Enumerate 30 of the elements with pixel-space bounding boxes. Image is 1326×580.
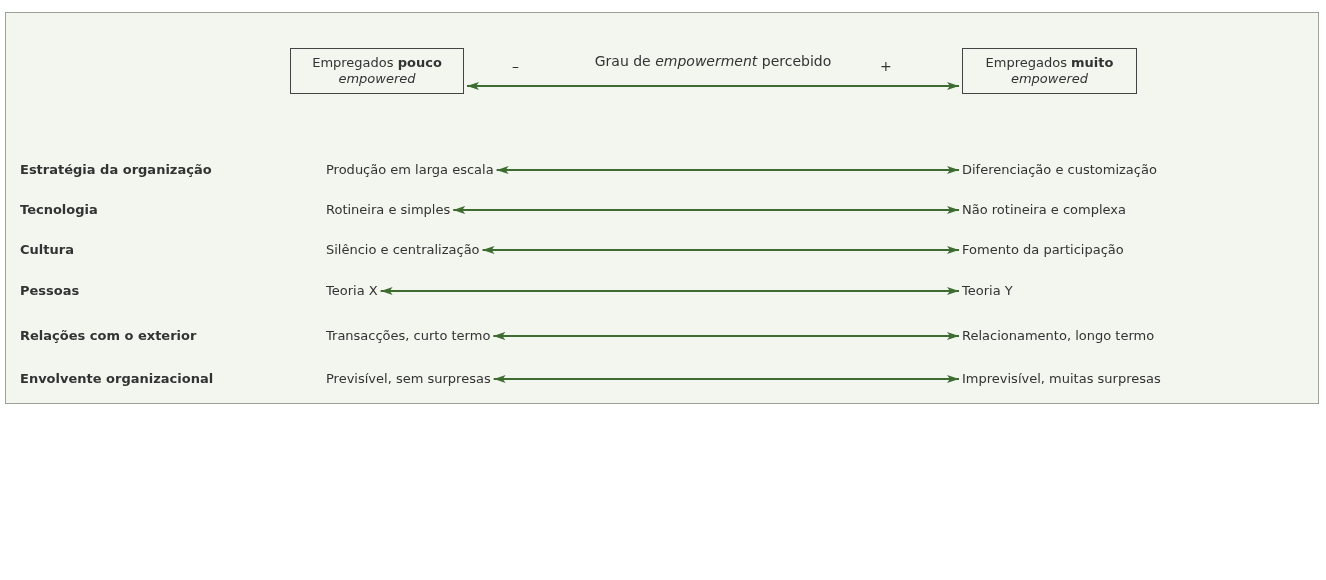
row-heading: Tecnologia	[20, 202, 98, 218]
row-heading: Pessoas	[20, 283, 80, 299]
edge-label: Grau de empowerment percebido	[594, 53, 832, 69]
row-value: Silêncio e centralização	[326, 242, 480, 258]
label-box: Empregados pouco empowered	[290, 48, 464, 94]
row-value: Relacionamento, longo termo	[962, 328, 1155, 344]
double-arrow	[496, 166, 959, 174]
row-heading: Estratégia da organização	[20, 162, 212, 178]
label-box: Empregados muito empowered	[962, 48, 1137, 94]
row-value: Produção em larga escala	[326, 162, 494, 178]
row-value: Previsível, sem surpresas	[326, 371, 491, 387]
row-heading: Envolvente organizacional	[20, 371, 214, 387]
double-arrow	[380, 287, 959, 295]
sign-label: –	[512, 58, 519, 74]
row-value: Não rotineira e complexa	[962, 202, 1126, 218]
double-arrow	[493, 375, 959, 383]
row-value: Transacções, curto termo	[326, 328, 491, 344]
row-value: Fomento da participação	[962, 242, 1124, 258]
double-arrow	[453, 206, 959, 214]
row-heading: Relações com o exterior	[20, 328, 197, 344]
row-value: Imprevisível, muitas surpresas	[962, 371, 1161, 387]
double-arrow	[482, 246, 959, 254]
row-value: Teoria X	[326, 283, 378, 299]
double-arrow	[467, 82, 959, 90]
row-value: Diferenciação e customização	[962, 162, 1157, 178]
row-value: Teoria Y	[962, 283, 1013, 299]
sign-label: +	[880, 58, 892, 74]
row-value: Rotineira e simples	[326, 202, 451, 218]
double-arrow	[493, 332, 959, 340]
row-heading: Cultura	[20, 242, 74, 258]
